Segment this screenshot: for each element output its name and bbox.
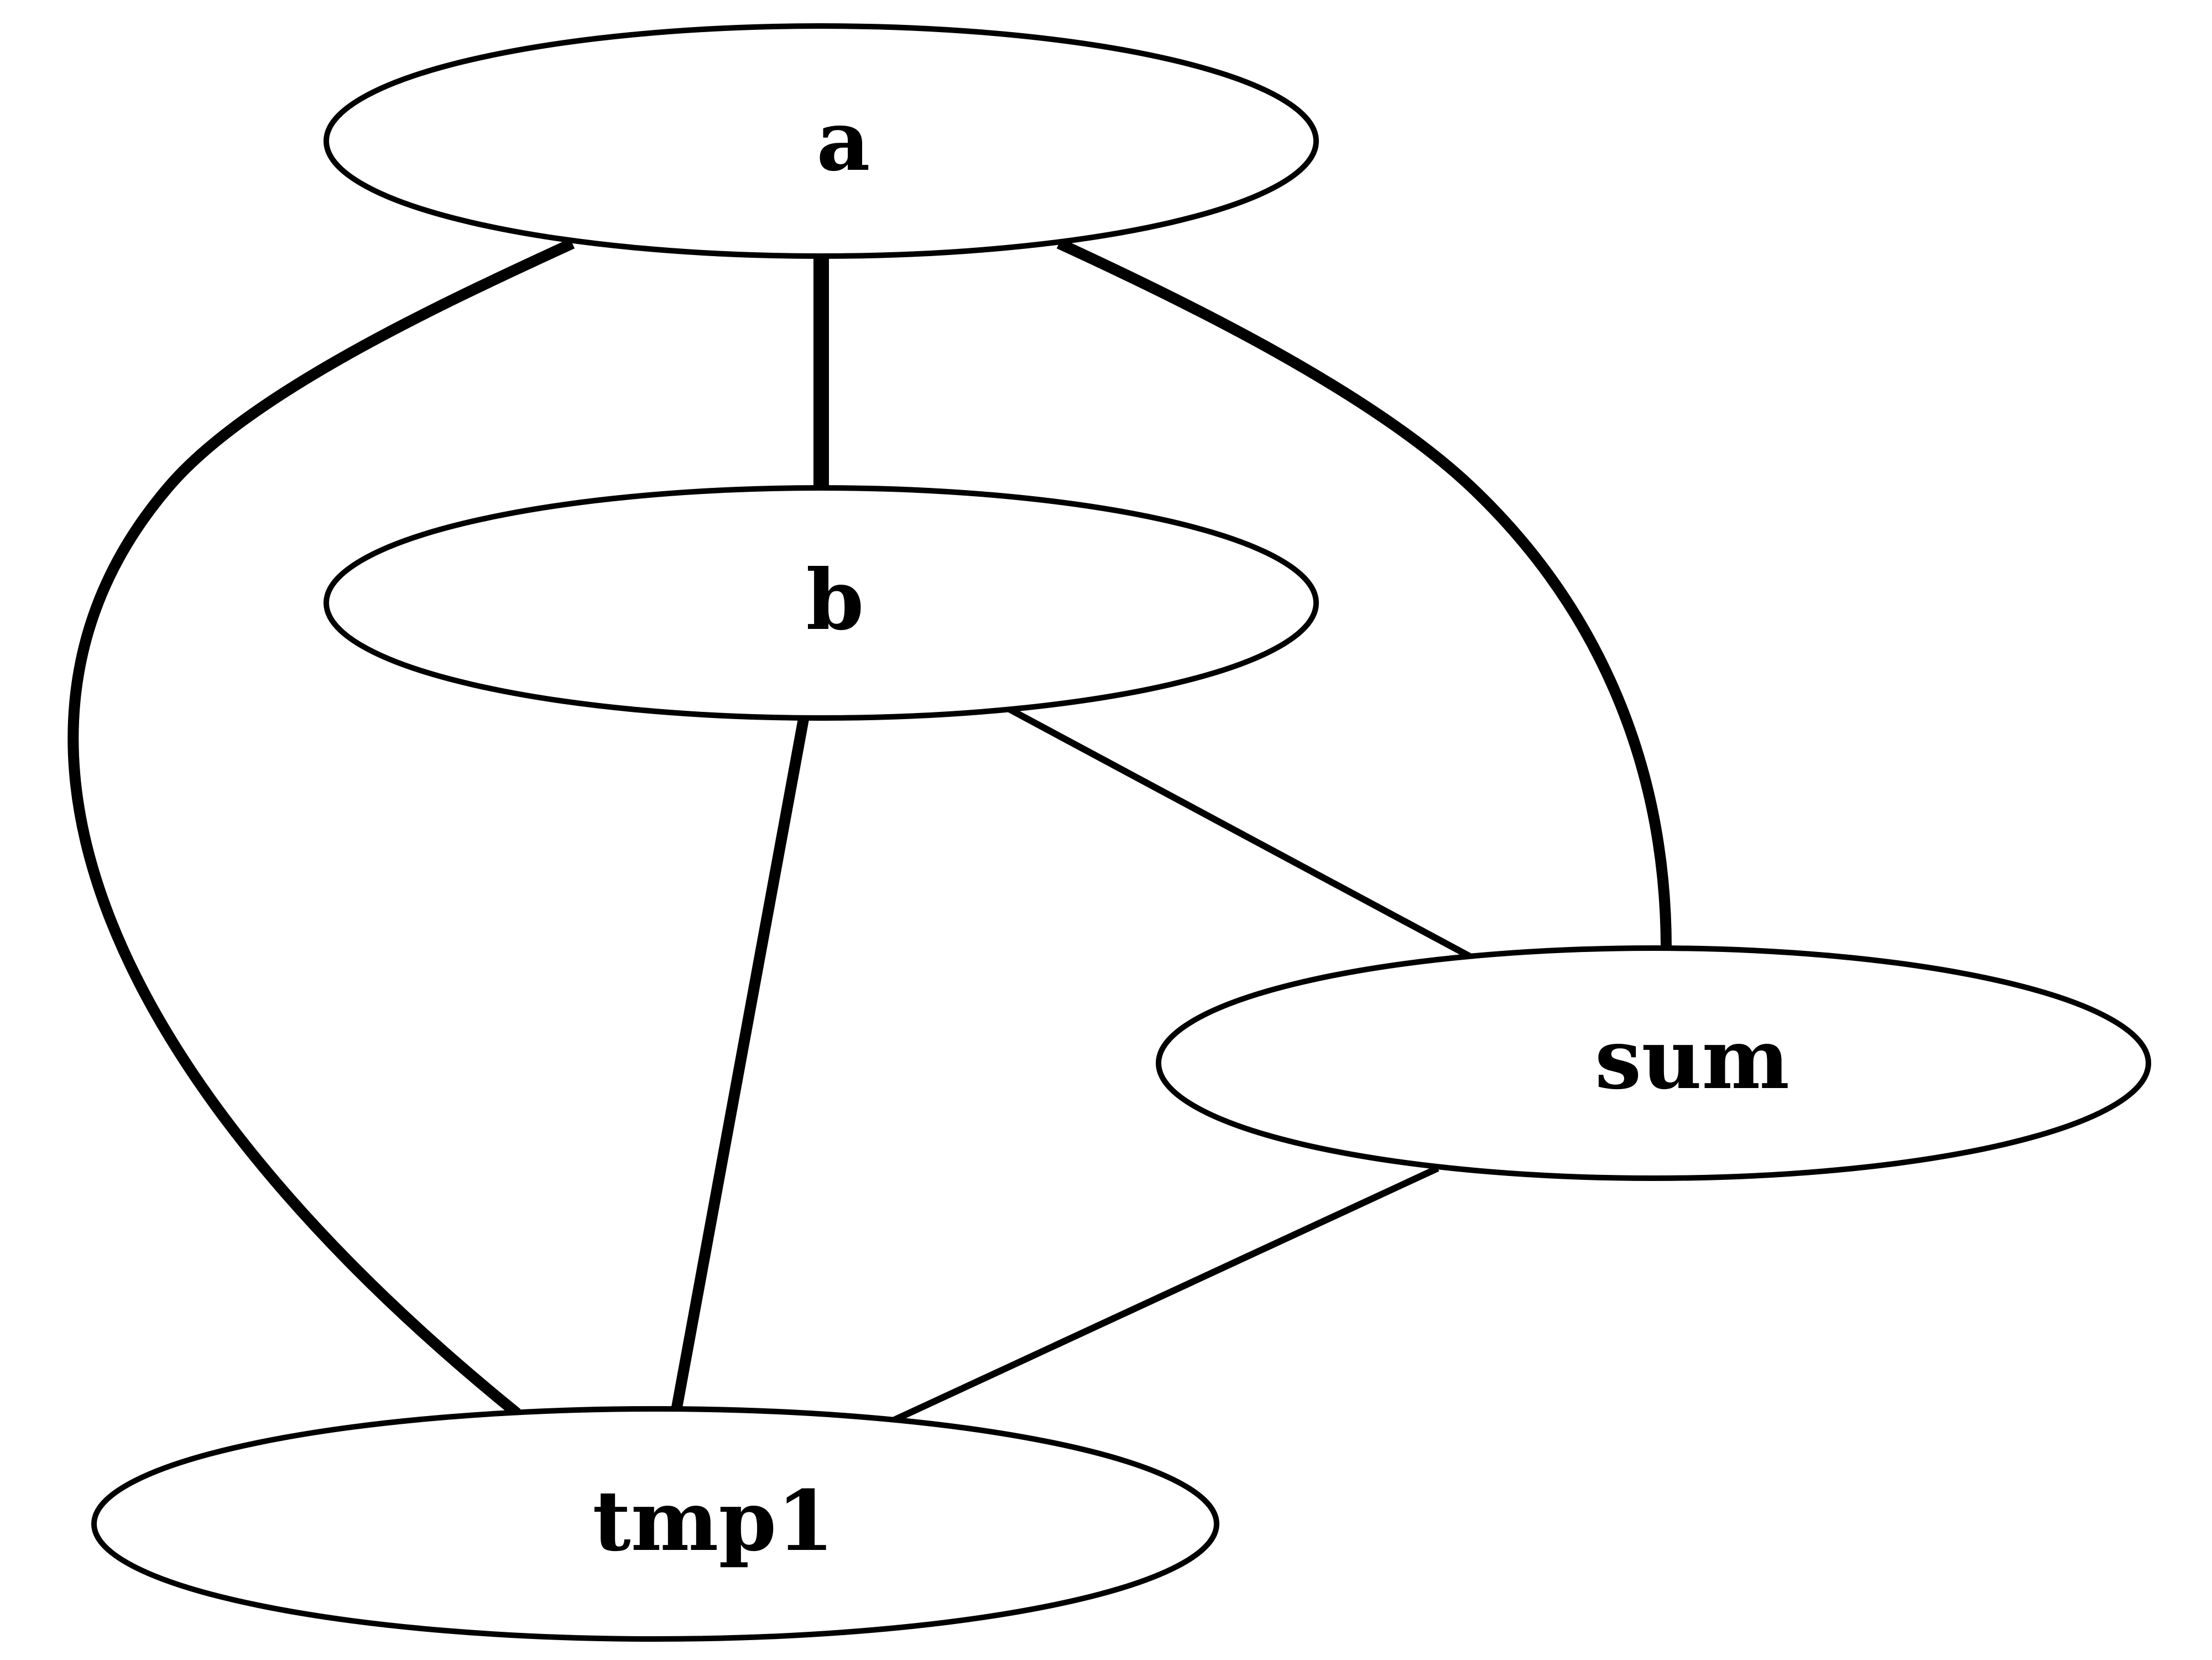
edge-a-tmp1 [67, 238, 575, 1418]
edges [67, 238, 1672, 1428]
node-b: b [324, 485, 1319, 721]
edge-sum-tmp1 [883, 1165, 1439, 1428]
edge-b-tmp1 [670, 718, 809, 1414]
edge-a-sum [1056, 238, 1672, 948]
node-a-label: a [816, 92, 870, 190]
node-sum-label: sum [1595, 1011, 1790, 1108]
node-tmp1-label: tmp1 [592, 1472, 834, 1570]
node-sum: sum [1156, 945, 2151, 1181]
edge-b-sum [1008, 706, 1473, 960]
node-a: a [324, 23, 1319, 259]
node-tmp1: tmp1 [91, 1406, 1219, 1642]
node-b-label: b [806, 551, 864, 649]
